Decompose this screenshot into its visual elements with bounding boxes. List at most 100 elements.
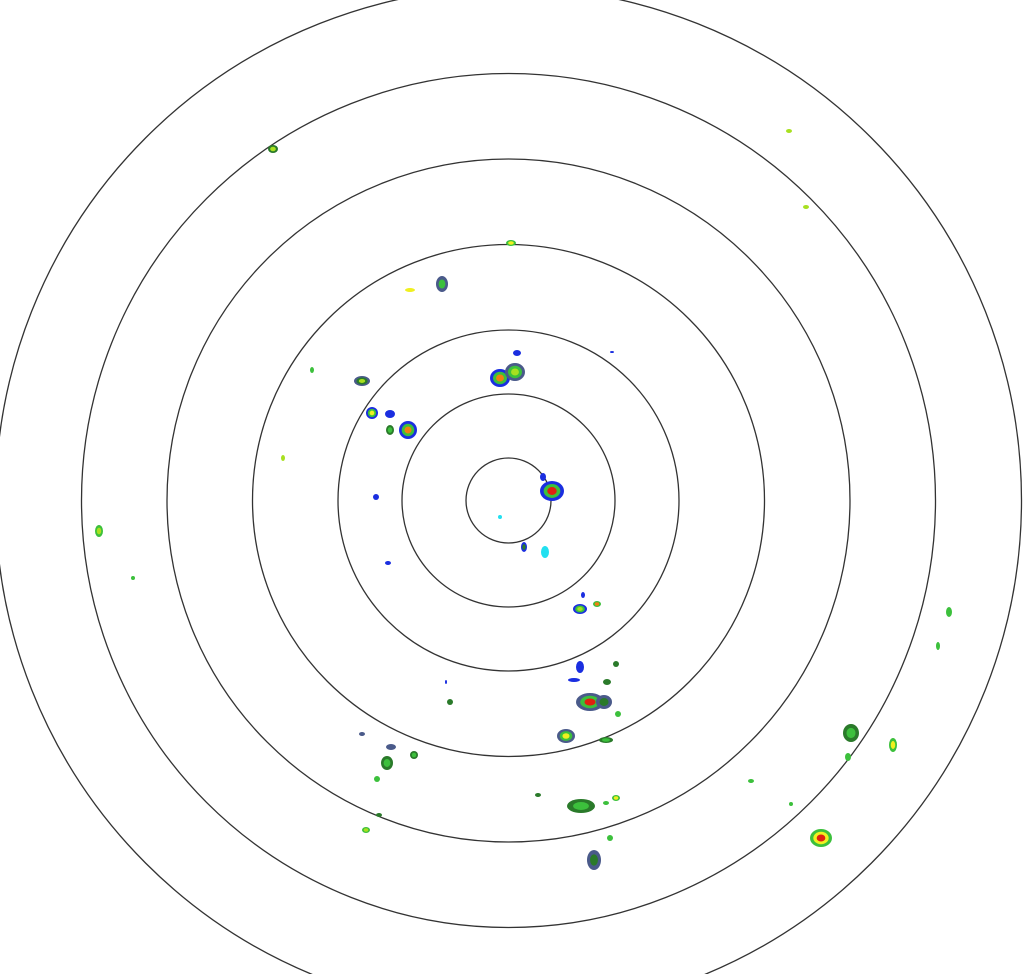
echo-intensity-green xyxy=(374,776,380,782)
echo-intensity-green xyxy=(438,279,446,289)
echo-intensity-lime xyxy=(786,129,792,133)
echo-cell-6 xyxy=(405,288,415,292)
echo-intensity-green xyxy=(789,802,793,806)
range-ring-2 xyxy=(401,393,616,608)
range-ring-3 xyxy=(337,329,680,672)
range-ring-5 xyxy=(166,158,851,843)
echo-cell-1 xyxy=(268,145,278,153)
echo-cell-2 xyxy=(786,129,792,133)
echo-cell-23 xyxy=(498,515,502,519)
echo-cell-44 xyxy=(410,751,418,759)
echo-intensity-darkgreen xyxy=(447,699,453,705)
echo-intensity-red xyxy=(547,487,557,495)
echo-intensity-green xyxy=(607,835,613,841)
echo-intensity-red xyxy=(584,698,596,706)
echo-intensity-blue xyxy=(385,410,395,418)
echo-cell-21 xyxy=(521,542,527,552)
echo-cell-55 xyxy=(936,642,940,650)
echo-intensity-green xyxy=(846,727,856,739)
range-ring-1 xyxy=(465,457,552,544)
echo-cell-13 xyxy=(366,407,378,419)
echo-intensity-lime xyxy=(577,607,583,611)
echo-intensity-blue xyxy=(581,592,585,598)
echo-intensity-orange xyxy=(496,374,504,382)
echo-cell-57 xyxy=(845,753,851,761)
echo-intensity-green xyxy=(748,779,754,783)
echo-cell-53 xyxy=(587,850,601,870)
echo-cell-3 xyxy=(803,205,809,209)
echo-cell-18 xyxy=(540,481,564,501)
echo-cell-27 xyxy=(573,604,587,614)
echo-intensity-slate xyxy=(359,732,365,736)
echo-intensity-blue xyxy=(445,680,447,684)
echo-cell-35 xyxy=(447,699,453,705)
echo-cell-33 xyxy=(603,679,611,685)
echo-cell-37 xyxy=(596,695,612,709)
echo-intensity-darkgreen xyxy=(535,793,541,797)
echo-intensity-darkgreen xyxy=(599,698,609,706)
echo-cell-29 xyxy=(593,601,601,607)
echo-intensity-yellow xyxy=(405,288,415,292)
echo-intensity-yellow xyxy=(369,410,375,416)
echo-cell-4 xyxy=(506,240,516,246)
echo-intensity-yellow xyxy=(562,733,570,739)
echo-intensity-green xyxy=(602,738,610,742)
echo-cell-40 xyxy=(599,737,613,743)
echo-cell-10 xyxy=(505,363,525,381)
echo-cell-46 xyxy=(535,793,541,797)
echo-cell-22 xyxy=(541,546,549,558)
echo-intensity-lime xyxy=(358,379,366,383)
echo-cell-42 xyxy=(386,744,396,750)
echo-cell-54 xyxy=(946,607,952,617)
echo-cell-14 xyxy=(385,410,395,418)
echo-intensity-blue xyxy=(373,494,379,500)
echo-cell-25 xyxy=(131,576,135,580)
echo-intensity-orange xyxy=(594,602,600,606)
echo-cell-43 xyxy=(381,756,393,770)
echo-cell-41 xyxy=(359,732,365,736)
echo-cell-5 xyxy=(436,276,448,292)
echo-cell-15 xyxy=(399,421,417,439)
echo-cell-39 xyxy=(557,729,575,743)
echo-cell-49 xyxy=(612,795,620,801)
echo-intensity-green xyxy=(310,367,314,373)
echo-intensity-yellow xyxy=(508,241,514,245)
echo-intensity-blue xyxy=(568,678,580,682)
echo-intensity-slate xyxy=(386,744,396,750)
echo-cell-50 xyxy=(376,813,382,817)
echo-intensity-cyan xyxy=(498,515,502,519)
echo-cell-59 xyxy=(748,779,754,783)
echo-intensity-green xyxy=(603,801,609,805)
echo-cell-19 xyxy=(540,473,546,481)
echo-intensity-darkgreen xyxy=(590,854,598,866)
echo-cell-26 xyxy=(385,561,391,565)
echo-cell-60 xyxy=(789,802,793,806)
echo-cell-34 xyxy=(445,680,447,684)
echo-intensity-green xyxy=(936,642,940,650)
echo-intensity-darkgreen xyxy=(522,544,526,550)
echo-cell-36 xyxy=(576,693,604,711)
echo-intensity-lime xyxy=(511,368,519,376)
echo-cell-52 xyxy=(607,835,613,841)
echo-intensity-blue xyxy=(540,473,546,481)
echo-cell-51 xyxy=(362,827,370,833)
echo-cell-56 xyxy=(843,724,859,742)
echo-intensity-green xyxy=(615,711,621,717)
echo-intensity-blue xyxy=(576,661,584,673)
echo-cell-31 xyxy=(613,661,619,667)
echo-cell-38 xyxy=(615,711,621,717)
echo-intensity-yellow xyxy=(613,796,619,800)
echo-intensity-lime xyxy=(96,527,102,535)
range-ring-4 xyxy=(251,243,766,758)
echo-cell-28 xyxy=(581,592,585,598)
echo-cell-9 xyxy=(490,369,510,387)
echo-intensity-green xyxy=(845,753,851,761)
echo-intensity-yellow xyxy=(890,741,896,749)
echo-cell-17 xyxy=(281,455,285,461)
echo-intensity-blue xyxy=(513,350,521,356)
echo-intensity-green xyxy=(573,802,589,810)
precipitation-echoes xyxy=(95,129,952,870)
